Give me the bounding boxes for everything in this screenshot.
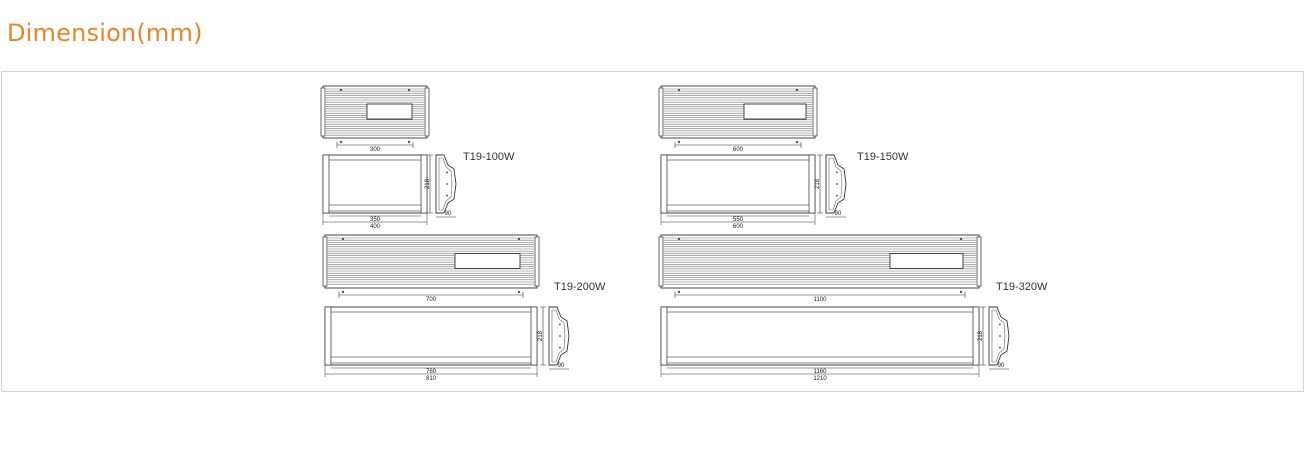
dimension-drawing-frame bbox=[1, 71, 1304, 392]
top-length-label: 300 bbox=[370, 147, 381, 153]
driver-window bbox=[889, 253, 964, 269]
model-label: T19-320W bbox=[996, 281, 1048, 293]
top-view bbox=[320, 85, 430, 144]
height-label: 218 bbox=[425, 178, 431, 189]
front-view bbox=[324, 306, 538, 366]
overall-length-label: 600 bbox=[733, 224, 744, 230]
model-label: T19-200W bbox=[554, 281, 606, 293]
driver-window bbox=[743, 103, 807, 120]
top-view bbox=[658, 234, 982, 294]
top-view bbox=[658, 85, 818, 144]
overall-length-label: 1210 bbox=[813, 376, 827, 382]
top-dimension: 600 bbox=[674, 142, 802, 153]
driver-window bbox=[366, 103, 413, 120]
top-dimension: 1100 bbox=[674, 292, 966, 303]
bracket-width-label: 90 bbox=[998, 363, 1005, 369]
side-bracket-profile: 218 90 bbox=[978, 306, 1010, 370]
top-length-label: 700 bbox=[426, 297, 437, 303]
inner-length-label: 1160 bbox=[814, 369, 828, 375]
bracket-width-label: 90 bbox=[445, 211, 452, 217]
height-label: 218 bbox=[538, 330, 544, 341]
overall-length-label: 810 bbox=[426, 376, 437, 382]
top-length-label: 1100 bbox=[814, 297, 828, 303]
top-dimension: 300 bbox=[336, 142, 414, 153]
front-view bbox=[660, 306, 980, 366]
inner-length-label: 350 bbox=[370, 217, 381, 223]
top-view bbox=[322, 234, 540, 294]
side-bracket-profile: 218 90 bbox=[425, 154, 457, 218]
inner-length-label: 550 bbox=[733, 217, 744, 223]
side-bracket-profile: 218 90 bbox=[815, 154, 847, 218]
driver-window bbox=[454, 253, 521, 269]
top-dimension: 700 bbox=[338, 292, 524, 303]
top-length-label: 600 bbox=[733, 147, 744, 153]
height-label: 218 bbox=[978, 330, 984, 341]
bracket-width-label: 90 bbox=[835, 211, 842, 217]
front-view bbox=[322, 154, 428, 214]
front-view bbox=[660, 154, 816, 214]
height-label: 218 bbox=[815, 178, 821, 189]
model-label: T19-100W bbox=[463, 151, 515, 163]
bracket-width-label: 90 bbox=[558, 363, 565, 369]
overall-length-label: 400 bbox=[370, 224, 381, 230]
inner-length-label: 760 bbox=[426, 369, 437, 375]
section-heading: Dimension(mm) bbox=[7, 19, 203, 47]
model-label: T19-150W bbox=[857, 151, 909, 163]
side-bracket-profile: 218 90 bbox=[538, 306, 570, 370]
